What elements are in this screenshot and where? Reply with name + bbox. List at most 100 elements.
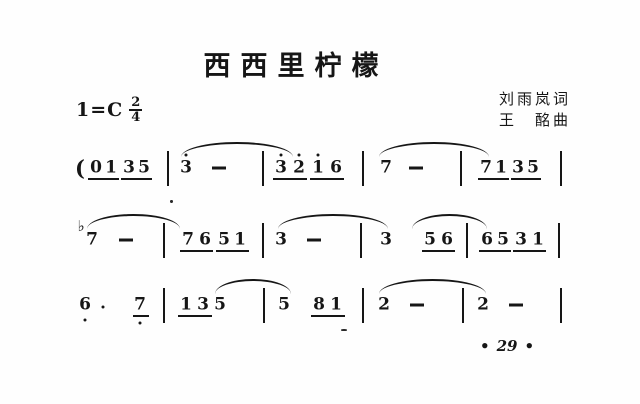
dash-sustain [509, 303, 523, 307]
flat-icon: ♭ [77, 217, 85, 235]
meter-denominator: 4 [129, 109, 143, 125]
note-digit: 5 [424, 229, 436, 250]
dash-sustain [212, 166, 226, 170]
note-digit: 3 [197, 294, 209, 315]
note-digit: 5 [278, 294, 290, 315]
note-digit: 8 [313, 294, 325, 315]
beam-underline [311, 315, 345, 317]
beam-underline [121, 178, 152, 180]
barline [558, 223, 560, 258]
page-number-value: 29 [496, 337, 518, 355]
note-digit: 1 [180, 294, 192, 315]
dash-sustain [119, 238, 133, 242]
note-digit: 3 [123, 157, 135, 178]
slur-tie-arc [215, 279, 291, 294]
note-digit: 6 [199, 229, 211, 250]
note-digit: 6 [330, 157, 342, 178]
note-digit: 1 [105, 157, 117, 178]
beam-underline [513, 250, 546, 252]
beam-underline [511, 178, 541, 180]
note-digit: 1 [312, 157, 324, 178]
note-digit: 3 [512, 157, 524, 178]
note-digit: 3 [380, 229, 392, 250]
note-digit: 5 [218, 229, 230, 250]
note-digit: 2 [378, 294, 390, 315]
note-digit: 7 [86, 229, 98, 250]
key-label: 1=C [76, 99, 124, 121]
barline [262, 223, 264, 258]
note-digit: 1 [330, 294, 342, 315]
octave-dot-high [297, 153, 301, 157]
slur-tie-arc [278, 214, 388, 229]
barline [560, 288, 562, 323]
credits-block: 刘雨岚词 王 酩曲 [499, 90, 571, 132]
beam-underline [180, 250, 213, 252]
note-digit: 7 [480, 157, 492, 178]
note-digit: 1 [234, 229, 246, 250]
note-digit: 7 [182, 229, 194, 250]
note-digit: 7 [134, 294, 146, 315]
song-title: 西西里柠檬 [203, 51, 389, 81]
barline [262, 151, 264, 186]
beam-underline [310, 178, 344, 180]
note-digit: 0 [90, 157, 102, 178]
beam-underline [88, 178, 119, 180]
barline [466, 223, 468, 258]
beam-underline [273, 178, 307, 180]
slur-tie-arc [379, 142, 489, 157]
note-digit: 5 [138, 157, 150, 178]
beam-underline [422, 250, 455, 252]
note-digit: 6 [481, 229, 493, 250]
key-signature: 1=C 2 4 [76, 95, 143, 125]
slur-tie-arc [87, 214, 180, 229]
barline [362, 151, 364, 186]
composer-credit: 王 酩曲 [498, 113, 571, 129]
beam-underline [133, 315, 149, 317]
barline [362, 288, 364, 323]
beam-underline [479, 250, 511, 252]
lyricist-credit: 刘雨岚词 [498, 92, 571, 108]
note-digit: 2 [477, 294, 489, 315]
barline [167, 151, 169, 186]
ink-speck [341, 329, 347, 331]
barline [263, 288, 265, 323]
slur-tie-arc [412, 214, 487, 229]
beam-underline [178, 315, 212, 317]
dash-sustain [409, 166, 423, 170]
note-digit: 3 [275, 229, 287, 250]
page-bullet-left: • [480, 337, 490, 355]
note-digit: 3 [275, 157, 287, 178]
page-number: • 29 • [480, 337, 534, 355]
note-digit: 1 [532, 229, 544, 250]
beam-underline [216, 250, 249, 252]
note-digit: 1 [495, 157, 507, 178]
octave-dot-low [83, 318, 87, 322]
barline [462, 288, 464, 323]
beam-underline [478, 178, 509, 180]
rhythm-dot [101, 305, 105, 309]
note-digit: 5 [214, 294, 226, 315]
meter-numerator: 2 [131, 95, 141, 110]
dash-sustain [307, 238, 321, 242]
note-digit: 3 [515, 229, 527, 250]
slur-tie-arc [379, 279, 486, 294]
note-digit: 5 [527, 157, 539, 178]
barline [460, 151, 462, 186]
octave-dot-high [316, 153, 320, 157]
note-digit: 2 [293, 157, 305, 178]
slur-tie-arc [181, 142, 293, 157]
ink-speck [170, 200, 173, 203]
time-signature: 2 4 [129, 95, 143, 125]
note-digit: 7 [380, 157, 392, 178]
note-digit: 5 [497, 229, 509, 250]
barline [163, 288, 165, 323]
barline [560, 151, 562, 186]
dash-sustain [410, 303, 424, 307]
page-bullet-right: • [524, 337, 535, 355]
octave-dot-low [138, 321, 142, 325]
barline [163, 223, 165, 258]
barline [360, 223, 362, 258]
note-digit: 6 [441, 229, 453, 250]
